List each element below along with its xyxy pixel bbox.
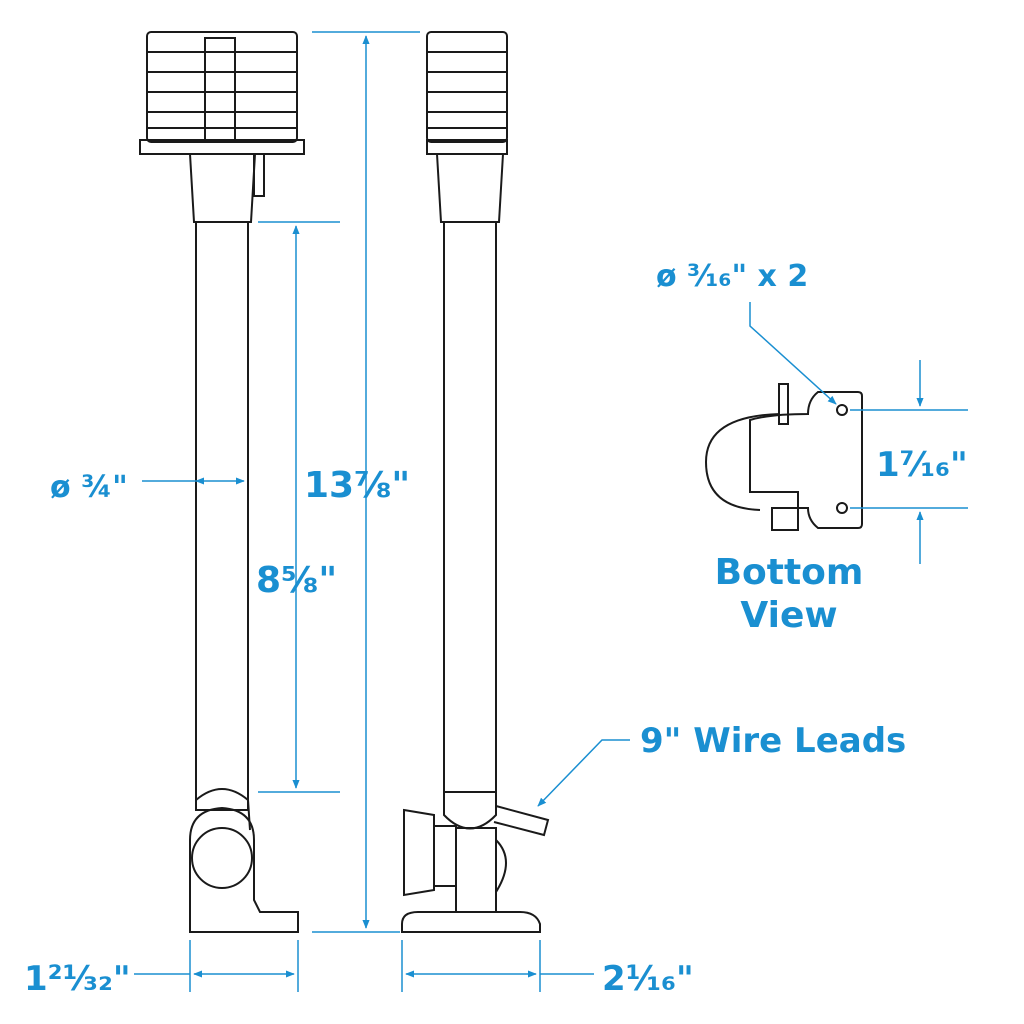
bottom-view-title-line1: Bottom [715,552,864,593]
switch-left [253,153,265,197]
bottom-view-title-line2: View [740,595,837,636]
pole-front-view [401,31,550,933]
base-front [401,808,541,933]
pole-side-view [139,31,305,933]
pole-front [443,221,497,793]
wire-leads-leader [537,739,630,807]
base-left [189,788,299,933]
hole-spec-label: ø ³⁄₁₆" x 2 [656,259,808,294]
bottom-view-drawing [704,383,863,531]
lamp-head-front [426,31,508,155]
hole-spacing-label: 1⁷⁄₁₆" [876,445,968,485]
mount-plate [749,391,863,531]
wire-leads-label: 9" Wire Leads [640,721,906,761]
mount-hole-bottom [836,502,848,514]
wire-lead [493,805,550,837]
collar-front [435,153,505,223]
base-width-side-label: 1²¹⁄₃₂" [24,959,131,999]
overall-height-label: 13⅞" [304,465,410,506]
base-width-front-label: 2¹⁄₁₆" [602,959,694,999]
collar-left [188,153,257,223]
dimension-lines [134,31,968,992]
mount-hole-top [836,404,848,416]
lamp-head-left [139,31,305,155]
pole-tip-front [443,792,497,830]
pole-length-label: 8⅝" [256,560,337,601]
pole-diameter-label: ø ¾" [50,470,128,505]
mount-arc [704,413,781,511]
mount-pin [778,383,789,425]
pole-left [195,221,249,811]
hole-spec-leader [749,302,837,405]
